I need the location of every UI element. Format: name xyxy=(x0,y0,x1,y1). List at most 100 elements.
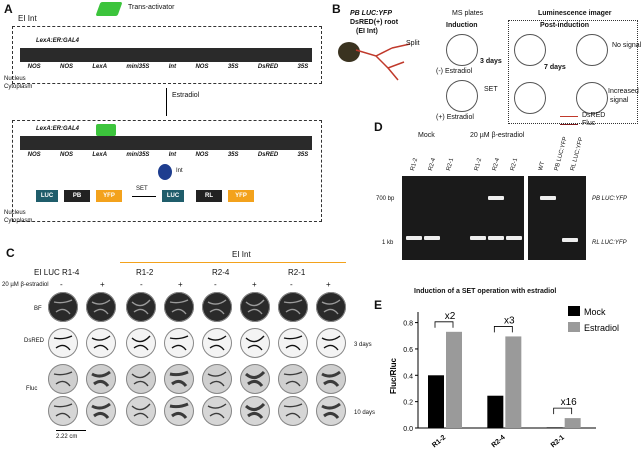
estradiol-arrow xyxy=(166,88,167,116)
estradiol-label-d: 20 µM β-estradiol xyxy=(470,132,525,139)
x-tick-label: R2-1 xyxy=(550,434,566,449)
legend-dsred-swatch xyxy=(560,116,578,117)
group-r2-4: R2-4 xyxy=(212,268,230,277)
activator-bound-icon xyxy=(96,124,116,136)
root-line-2: DsRED(+) root xyxy=(350,19,399,26)
gel-band xyxy=(562,238,578,242)
dish-image xyxy=(278,396,308,426)
dish-image xyxy=(316,364,346,394)
dish-image xyxy=(240,396,270,426)
dish-image xyxy=(202,328,232,358)
dish-image xyxy=(48,396,78,426)
dish-image xyxy=(278,328,308,358)
plate-post-minus xyxy=(514,34,546,66)
mock-label: Mock xyxy=(418,132,435,139)
plate-minus xyxy=(446,34,478,66)
dish-image xyxy=(48,292,78,322)
bracket xyxy=(553,407,573,415)
estradiol-row-label: 20 µM β-estradiol xyxy=(2,282,49,288)
yfp-box-2: YFP xyxy=(228,190,254,202)
minus-estradiol-label: (-) Estradiol xyxy=(436,68,473,75)
ei-int-underline xyxy=(120,262,346,263)
ten-days-label-c: 10 days xyxy=(354,410,376,416)
legend-fluc: Fluc xyxy=(582,120,596,127)
lane-label: R2-1 xyxy=(510,157,520,172)
bar xyxy=(505,336,522,428)
bar xyxy=(446,331,462,428)
set-label: SET xyxy=(136,186,148,192)
gel-band xyxy=(506,236,522,240)
bar xyxy=(564,418,581,428)
cytoplasm-label-2: Cytoplasm xyxy=(4,218,33,224)
gel-left xyxy=(402,176,524,260)
group-r2-1: R2-1 xyxy=(288,268,306,277)
sign-4: + xyxy=(178,280,183,289)
sign-7: - xyxy=(290,280,293,289)
nucleus-label-2: Nucleus xyxy=(4,210,26,216)
fold-change-label: x2 xyxy=(445,311,456,322)
dish-image xyxy=(86,364,116,394)
bp700-label: 700 bp xyxy=(376,196,395,202)
dish-image xyxy=(126,328,156,358)
dish-image xyxy=(240,292,270,322)
legend-swatch xyxy=(568,306,580,316)
scale-label: 2.22 cm xyxy=(56,434,78,440)
signal-label: signal xyxy=(610,97,629,104)
legend-label: Estradiol xyxy=(584,323,619,333)
construct-box-bottom xyxy=(12,120,322,222)
nucleus-label: Nucleus xyxy=(4,76,26,82)
dish-image xyxy=(86,328,116,358)
bar-chart: Fluc/Rluc 0.00.20.40.60.8R1-2x2R2-4x3R2-… xyxy=(389,306,619,449)
lane-label: R1-2 xyxy=(410,157,420,172)
row-fluc-label: Fluc xyxy=(26,386,38,392)
construct-bar-top xyxy=(20,48,312,62)
dish-image xyxy=(240,328,270,358)
int-label: Int xyxy=(176,168,183,174)
root-line-1: PB LUC:YFP xyxy=(350,10,392,17)
dish-image xyxy=(278,364,308,394)
pb-box: PB xyxy=(64,190,90,202)
ei-int-label: EI Int xyxy=(232,250,251,259)
dish-grid xyxy=(48,292,348,428)
construct-box-top xyxy=(12,26,322,84)
kb1-label: 1 kb xyxy=(382,240,394,246)
sign-1: - xyxy=(60,280,63,289)
dish-image xyxy=(240,364,270,394)
dish-image xyxy=(202,396,232,426)
panel-b-label: B xyxy=(332,2,341,16)
panel-c-label: C xyxy=(6,246,15,260)
bar xyxy=(428,375,444,428)
set-label-b: SET xyxy=(484,86,498,93)
dish-image xyxy=(278,292,308,322)
y-axis-label: Fluc/Rluc xyxy=(389,357,398,394)
dish-image xyxy=(86,396,116,426)
gel-band xyxy=(488,196,504,200)
sign-8: + xyxy=(326,280,331,289)
fold-change-label: x16 xyxy=(561,397,578,408)
panel-a-label: A xyxy=(4,2,13,16)
panel-a-title: EI Int xyxy=(18,14,37,23)
root-line-3: (EI Int) xyxy=(356,28,378,35)
dish-image xyxy=(164,292,194,322)
y-tick-label: 0.6 xyxy=(403,347,413,354)
induction-label: Induction xyxy=(446,22,478,29)
lane-label: R2-1 xyxy=(446,157,456,172)
sign-5: - xyxy=(214,280,217,289)
gel-bands xyxy=(402,176,592,260)
dish-image xyxy=(316,292,346,322)
group-r1-2: R1-2 xyxy=(136,268,154,277)
plate-post-plus-2 xyxy=(576,82,608,114)
legend-fluc-swatch xyxy=(560,124,578,125)
gel-right xyxy=(528,176,586,260)
dish-image xyxy=(126,292,156,322)
lexa-er-gal4-label: LexA:ER:GAL4 xyxy=(36,38,80,44)
no-signal-label: No signal xyxy=(612,42,642,49)
trans-activator-icon xyxy=(95,2,123,16)
plate-post-minus-2 xyxy=(576,34,608,66)
imager-box xyxy=(508,20,638,124)
x-tick-label: R1-2 xyxy=(431,434,447,449)
lane-label: R2-4 xyxy=(428,157,438,172)
fold-change-label: x3 xyxy=(504,315,515,326)
plate-plus xyxy=(446,80,478,112)
dish-image xyxy=(86,292,116,322)
